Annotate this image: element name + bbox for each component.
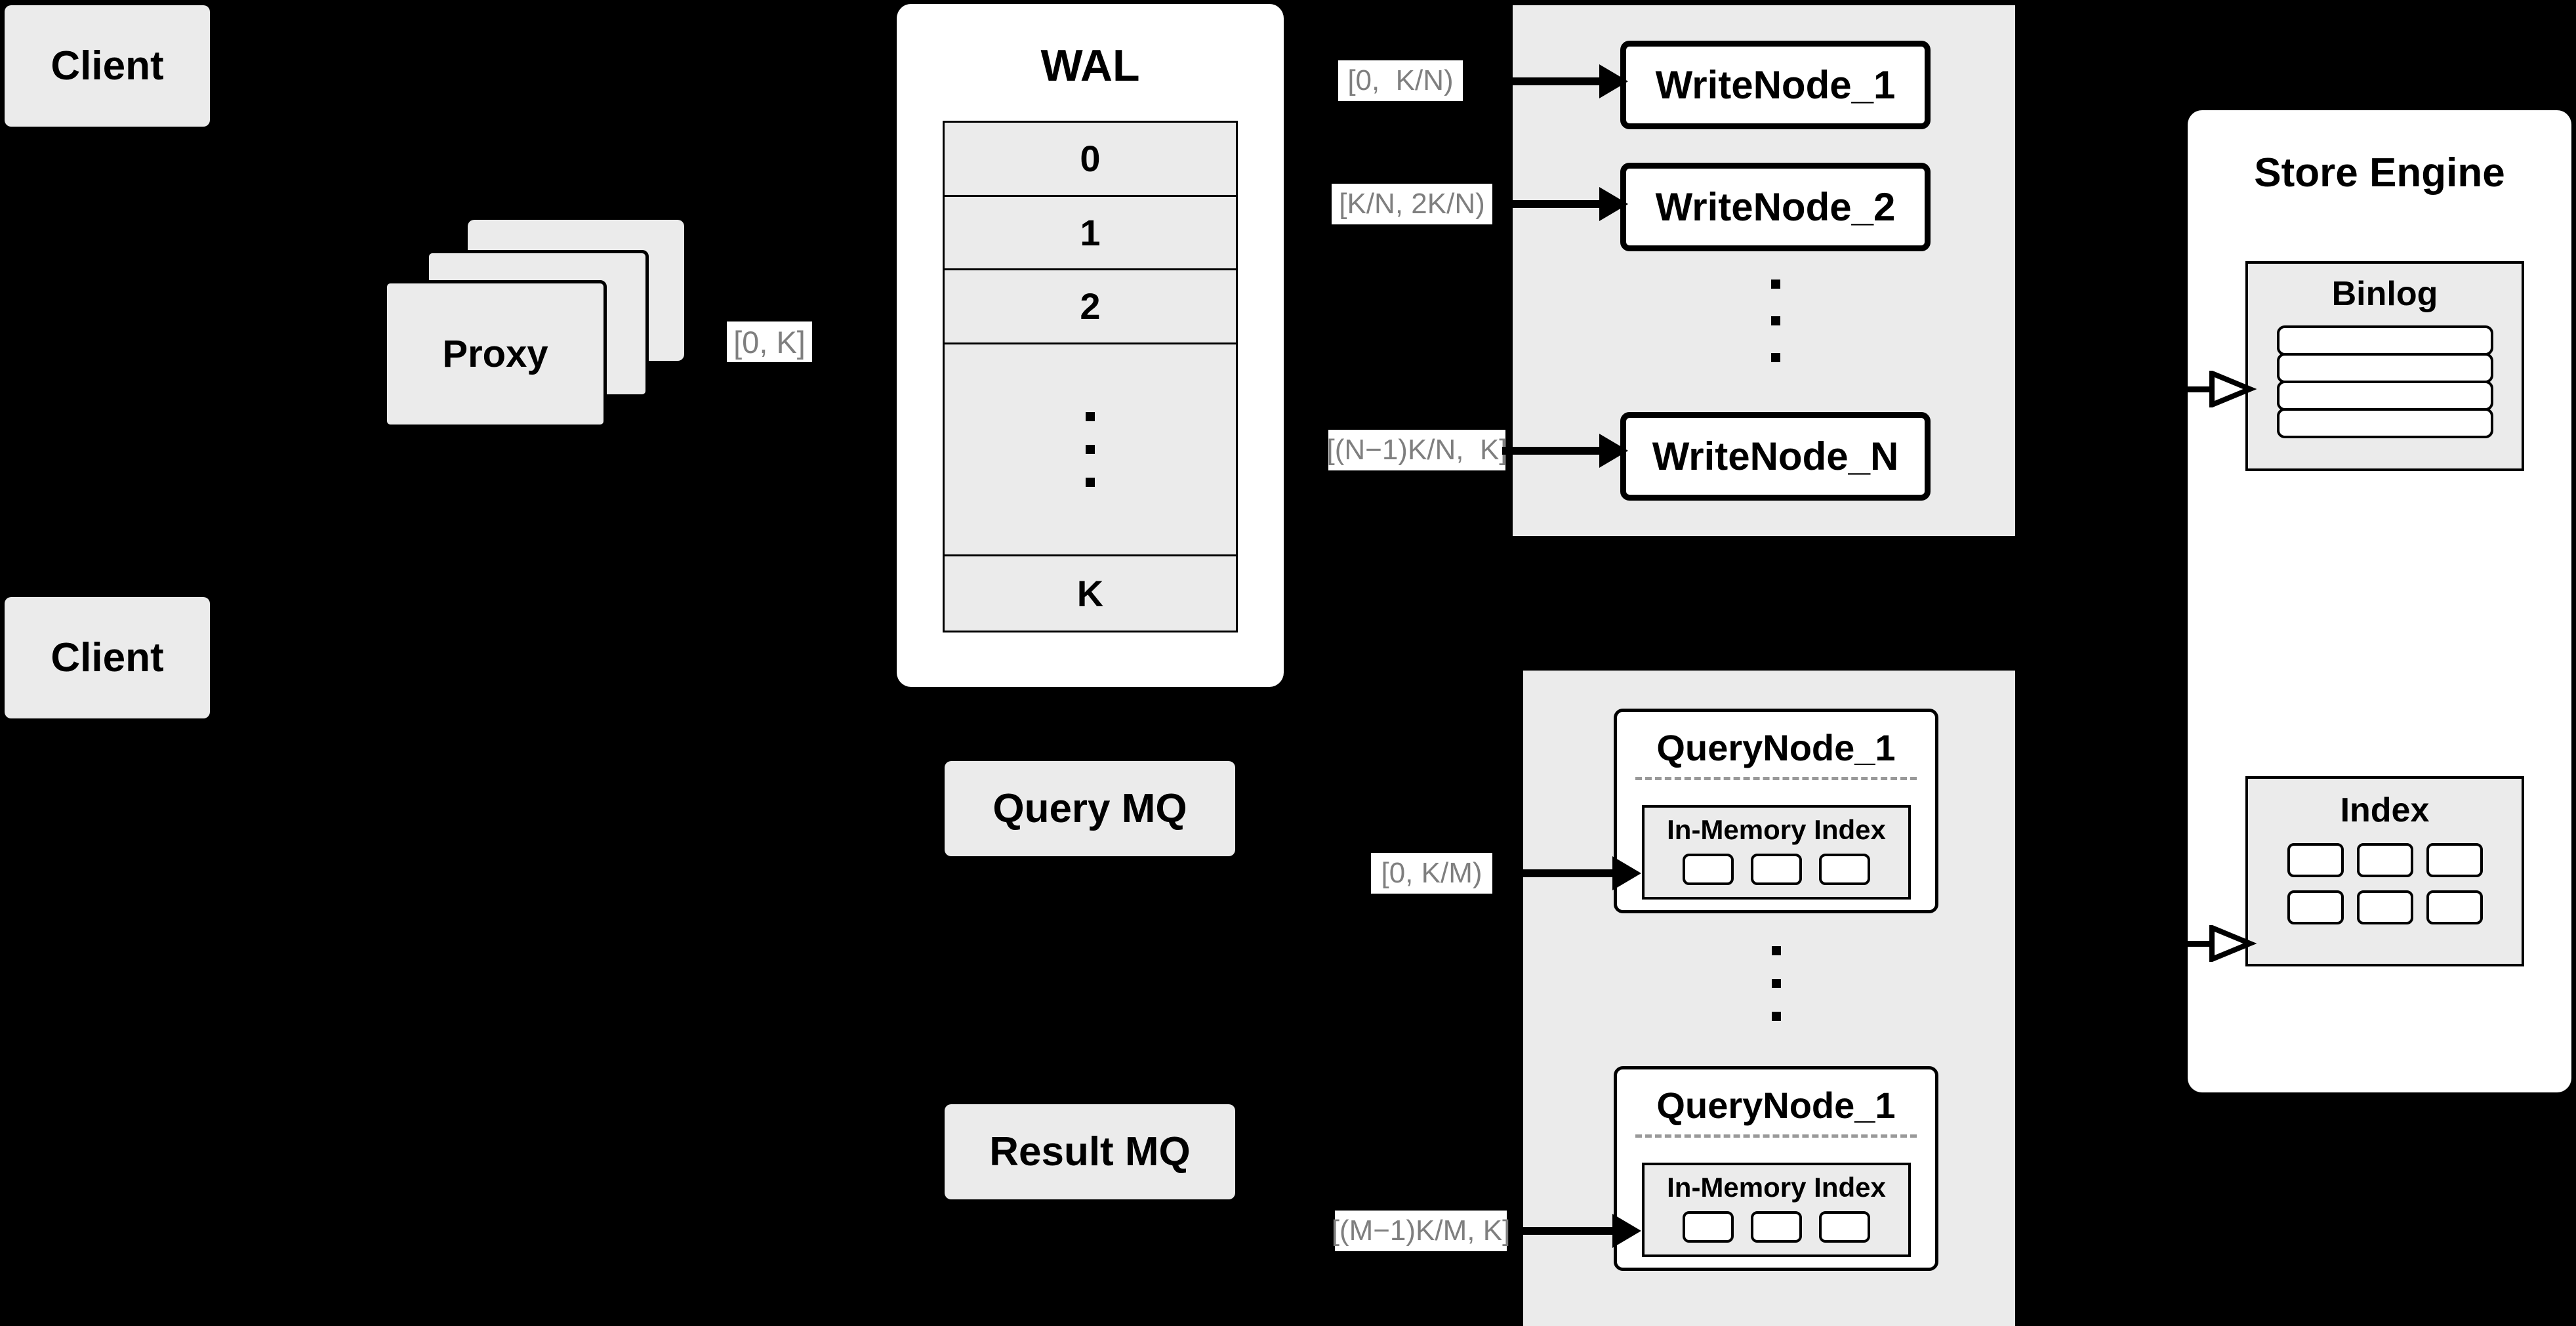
- write-node-n-label: WriteNode_N: [1652, 434, 1899, 478]
- index-title: Index: [2340, 791, 2430, 829]
- proxy-card-front[interactable]: Proxy: [384, 280, 607, 428]
- arrow-query-cluster-to-index: [2171, 925, 2257, 962]
- client-box-2[interactable]: Client: [5, 597, 210, 718]
- binlog-row[interactable]: [2276, 381, 2493, 411]
- wal-entry-0-label: 0: [1080, 138, 1101, 180]
- ellipsis-dot-icon: [1086, 412, 1095, 422]
- index-cell[interactable]: [2356, 890, 2413, 924]
- write-node-2[interactable]: WriteNode_2: [1620, 163, 1931, 251]
- arrow-wal-to-write-node-n: [1502, 434, 1630, 468]
- index-segment-chip[interactable]: [1683, 854, 1734, 885]
- index-segment-chip[interactable]: [1683, 1211, 1734, 1243]
- index-segment-chip[interactable]: [1751, 854, 1802, 885]
- query-mq-box[interactable]: Query MQ: [945, 761, 1235, 856]
- arrow-wal-to-write-node-2: [1502, 187, 1630, 221]
- arrow-write-cluster-to-binlog: [2171, 371, 2257, 407]
- query-node-1-inner-index: In-Memory Index: [1642, 805, 1911, 900]
- wal-entry-ellipsis: [945, 344, 1236, 557]
- wal-entry-2[interactable]: 2: [945, 270, 1236, 344]
- binlog-row[interactable]: [2276, 325, 2493, 356]
- index-segment-chip[interactable]: [1751, 1211, 1802, 1243]
- write-cluster-ellipsis: [1771, 280, 1780, 362]
- result-mq-label: Result MQ: [989, 1129, 1191, 1174]
- wal-ellipsis-dots: [1086, 412, 1095, 487]
- range-tag-write-node-2: [K/N, 2K/N): [1332, 184, 1492, 224]
- index-cell[interactable]: [2426, 890, 2483, 924]
- wal-entry-k-label: K: [1076, 573, 1104, 615]
- ellipsis-dot-icon: [1772, 946, 1781, 955]
- wal-entry-k[interactable]: K: [945, 556, 1236, 631]
- query-node-1-divider: [1635, 777, 1917, 780]
- arrow-query-mq-to-query-node-m: [1509, 1214, 1641, 1248]
- ellipsis-dot-icon: [1086, 478, 1095, 487]
- index-cell[interactable]: [2287, 843, 2344, 877]
- wal-entry-2-label: 2: [1080, 285, 1101, 327]
- arrow-wal-to-write-node-1: [1502, 64, 1630, 98]
- index-segment-chip[interactable]: [1819, 1211, 1870, 1243]
- write-node-2-label: WriteNode_2: [1655, 185, 1896, 229]
- wal-entry-1[interactable]: 1: [945, 196, 1236, 271]
- write-cluster-group: WriteNode_1 WriteNode_2 WriteNode_N: [1513, 5, 2015, 536]
- ellipsis-dot-icon: [1086, 445, 1095, 455]
- range-tag-query-node-1: [0, K/M): [1371, 853, 1492, 894]
- query-node-m-inner-index: In-Memory Index: [1642, 1163, 1911, 1257]
- ellipsis-dot-icon: [1771, 353, 1780, 362]
- ellipsis-dot-icon: [1771, 280, 1780, 289]
- store-engine-panel: Store Engine Binlog Index: [2188, 110, 2571, 1092]
- query-node-m-divider: [1635, 1134, 1917, 1138]
- query-node-m-inner-title: In-Memory Index: [1667, 1172, 1886, 1203]
- range-tag-write-node-1-text: [0, K/N): [1347, 64, 1454, 96]
- range-tag-write-node-n-text: [(N−1)K/N, K]: [1326, 434, 1507, 466]
- index-segment-chip[interactable]: [1819, 854, 1870, 885]
- store-engine-title: Store Engine: [2254, 150, 2505, 196]
- wal-entry-list: 0 1 2 K: [943, 121, 1238, 632]
- query-mq-label: Query MQ: [992, 786, 1187, 831]
- range-tag-query-node-m: [(M−1)K/M, K]: [1332, 1211, 1510, 1251]
- ellipsis-dot-icon: [1772, 1012, 1781, 1021]
- wal-panel: WAL 0 1 2 K: [897, 4, 1284, 687]
- wal-entry-0[interactable]: 0: [945, 123, 1236, 197]
- index-cell[interactable]: [2356, 843, 2413, 877]
- range-tag-write-node-2-text: [K/N, 2K/N): [1339, 188, 1485, 220]
- range-tag-query-node-1-text: [0, K/M): [1381, 857, 1482, 889]
- binlog-row[interactable]: [2276, 408, 2493, 438]
- query-cluster-group: QueryNode_1 In-Memory Index QueryNode_1: [1523, 671, 2015, 1326]
- query-node-1-inner-title: In-Memory Index: [1667, 814, 1886, 845]
- ellipsis-dot-icon: [1771, 316, 1780, 325]
- write-node-1[interactable]: WriteNode_1: [1620, 41, 1931, 129]
- result-mq-box[interactable]: Result MQ: [945, 1104, 1235, 1199]
- proxy-label: Proxy: [442, 333, 548, 375]
- wal-entry-1-label: 1: [1080, 211, 1101, 253]
- range-tag-proxy-out: [0, K]: [727, 321, 812, 362]
- query-node-1[interactable]: QueryNode_1 In-Memory Index: [1614, 709, 1938, 913]
- client-label-1: Client: [51, 43, 164, 89]
- query-node-m[interactable]: QueryNode_1 In-Memory Index: [1614, 1066, 1938, 1271]
- range-tag-write-node-1: [0, K/N): [1338, 60, 1463, 101]
- write-node-n[interactable]: WriteNode_N: [1620, 412, 1931, 501]
- proxy-stack[interactable]: Proxy: [384, 220, 685, 436]
- index-cell[interactable]: [2426, 843, 2483, 877]
- ellipsis-dot-icon: [1772, 979, 1781, 988]
- query-cluster-ellipsis: [1772, 946, 1781, 1021]
- index-cell[interactable]: [2287, 890, 2344, 924]
- index-group: Index: [2245, 776, 2524, 966]
- client-label-2: Client: [51, 635, 164, 680]
- query-node-1-label: QueryNode_1: [1656, 727, 1896, 768]
- binlog-title: Binlog: [2331, 275, 2438, 313]
- write-node-1-label: WriteNode_1: [1655, 63, 1896, 107]
- binlog-row[interactable]: [2276, 353, 2493, 383]
- client-box-1[interactable]: Client: [5, 5, 210, 127]
- range-tag-proxy-out-text: [0, K]: [733, 324, 806, 360]
- range-tag-write-node-n: [(N−1)K/N, K]: [1326, 430, 1507, 470]
- range-tag-query-node-m-text: [(M−1)K/M, K]: [1331, 1214, 1511, 1247]
- arrow-query-mq-to-query-node-1: [1509, 856, 1641, 890]
- binlog-group: Binlog: [2245, 261, 2524, 471]
- query-node-m-label: QueryNode_1: [1656, 1085, 1896, 1126]
- wal-title: WAL: [1040, 41, 1140, 91]
